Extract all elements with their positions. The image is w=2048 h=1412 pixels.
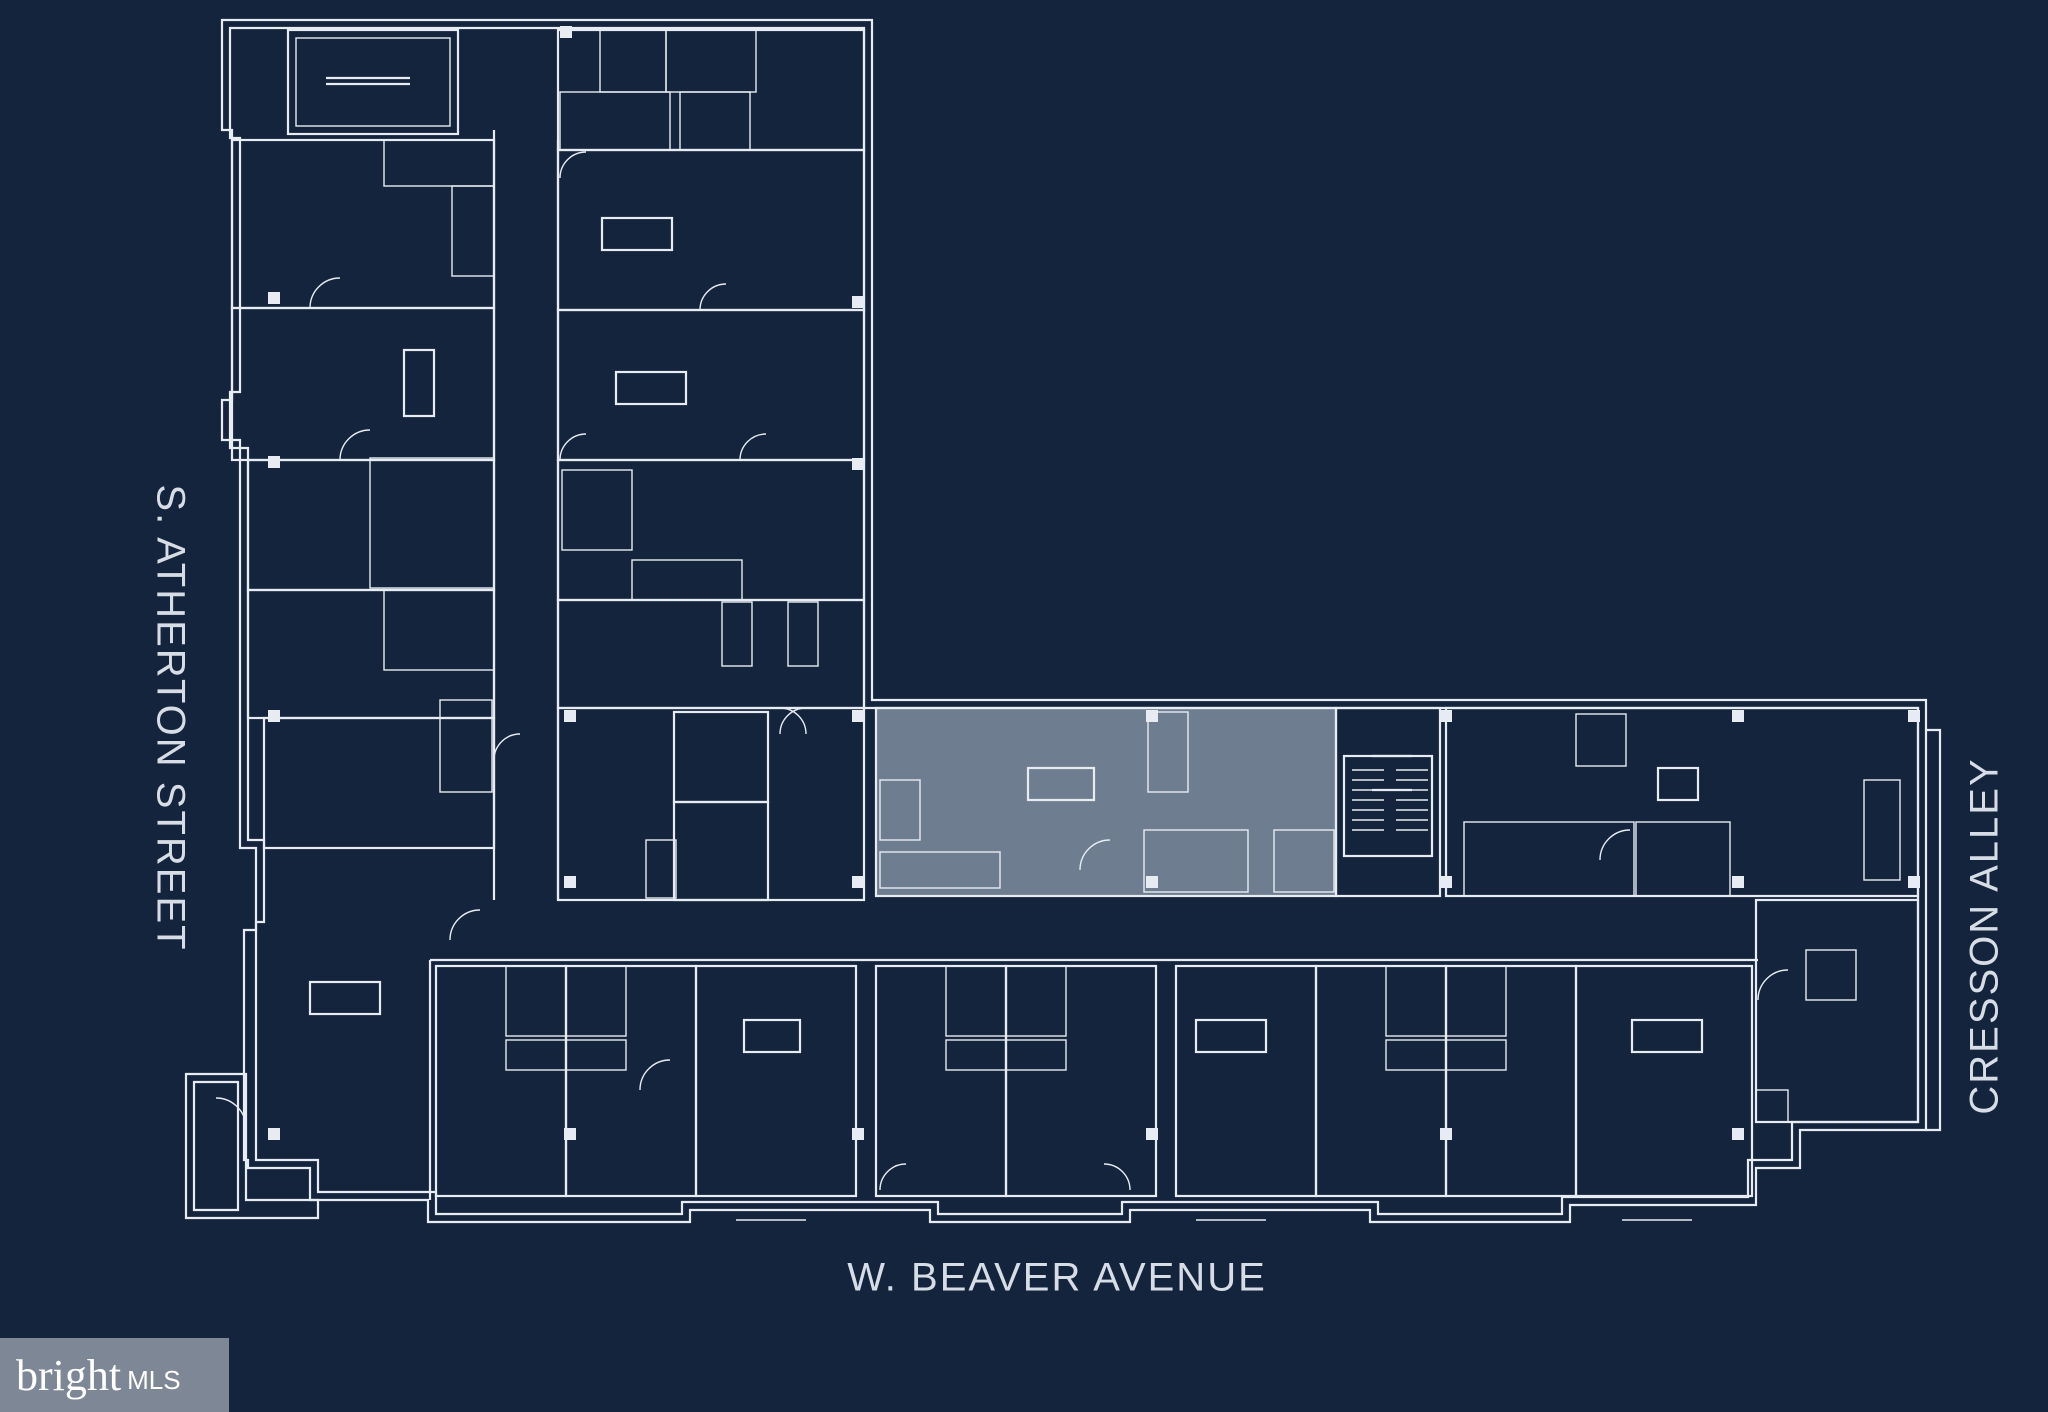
bright-mls-logo: bright MLS (0, 1338, 229, 1412)
kitchen-islands (308, 216, 1704, 1054)
stairs (1342, 754, 1434, 858)
logo-suffix: MLS (127, 1364, 181, 1395)
street-label-atherton: S. ATHERTON STREET (148, 484, 193, 952)
east-wing-rooms (879, 706, 1920, 898)
structural-columns (268, 26, 1920, 1140)
building-outline (184, 18, 1942, 1224)
north-wing-rooms (230, 27, 866, 902)
street-label-cresson: CRESSON ALLEY (1962, 757, 2007, 1115)
highlighted-unit (874, 706, 1338, 898)
south-wing-units (428, 898, 1920, 1221)
logo-brand: bright (16, 1350, 122, 1400)
street-label-beaver: W. BEAVER AVENUE (847, 1255, 1267, 1300)
door-swings (215, 151, 1789, 1191)
